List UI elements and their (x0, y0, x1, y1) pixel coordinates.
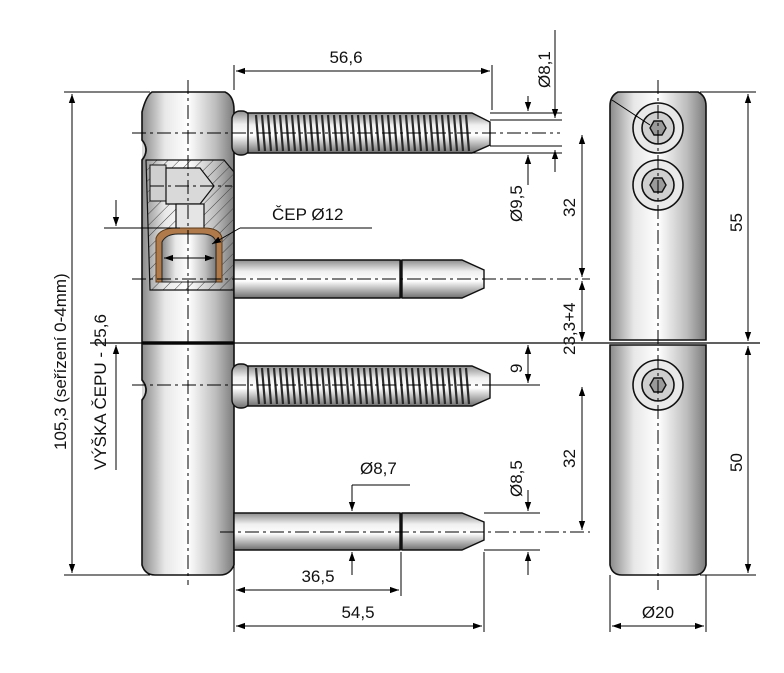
lower-pin (233, 512, 485, 551)
thread-line (350, 114, 357, 152)
label-pin-height: VÝŠKA ČEPU - 25,6 (91, 314, 110, 470)
thread-line (452, 114, 459, 152)
thread-line (266, 367, 273, 405)
thread-line (302, 114, 309, 152)
thread-line (290, 367, 297, 405)
thread-line (326, 114, 333, 152)
thread-line (296, 367, 303, 405)
thread-line (416, 367, 423, 405)
thread-line (320, 114, 327, 152)
thread-line (344, 367, 351, 405)
thread-line (434, 367, 441, 405)
thread-line (410, 367, 417, 405)
thread-line (356, 367, 363, 405)
side-view (609, 80, 707, 590)
label-pin-cep: ČEP Ø12 (272, 205, 344, 224)
label-screw-diameter: Ø8,1 (535, 51, 554, 88)
thread-line (344, 114, 351, 152)
thread-line (368, 114, 375, 152)
thread-line (452, 367, 459, 405)
label-pin-tip-diameter: Ø8,5 (507, 460, 526, 497)
label-thread-diameter: Ø9,5 (507, 185, 526, 222)
label-body-diameter: Ø20 (642, 603, 674, 622)
thread-line (422, 367, 429, 405)
label-total-height: 105,3 (seřízení 0-4mm) (51, 273, 70, 450)
thread-line (278, 114, 285, 152)
label-pin-total-length: 54,5 (341, 603, 374, 622)
thread-line (428, 367, 435, 405)
thread-line (428, 114, 435, 152)
thread-line (380, 367, 387, 405)
side-hole-1 (632, 102, 684, 154)
label-side-upper-height: 55 (727, 213, 746, 232)
label-screw-length: 56,6 (329, 48, 362, 67)
label-spacing-lower: 32 (560, 449, 579, 468)
thread-line (446, 114, 453, 152)
thread-line (296, 114, 303, 152)
thread-line (260, 367, 267, 405)
dimension-labels: 56,6 Ø8,1 Ø9,5 ČEP Ø12 32 23,3+4 9 32 Ø8… (51, 48, 746, 622)
label-spacing-upper: 32 (560, 198, 579, 217)
thread-line (392, 367, 399, 405)
thread-line (350, 367, 357, 405)
label-pin-shank-length: 36,5 (301, 567, 334, 586)
thread-line (326, 367, 333, 405)
thread-line (362, 367, 369, 405)
thread-line (278, 367, 285, 405)
thread-line (272, 367, 279, 405)
label-spacing-middle: 23,3+4 (560, 303, 579, 355)
thread-line (308, 367, 315, 405)
thread-line (440, 367, 447, 405)
thread-line (398, 367, 405, 405)
thread-line (386, 367, 393, 405)
thread-line (284, 367, 291, 405)
lower-screw (231, 363, 491, 409)
thread-line (464, 367, 471, 405)
thread-line (338, 367, 345, 405)
label-pin-diameter: Ø8,7 (360, 459, 397, 478)
section-cutaway (145, 159, 235, 291)
thread-line (302, 367, 309, 405)
thread-line (458, 367, 465, 405)
thread-line (374, 367, 381, 405)
front-center-lines (90, 80, 760, 585)
thread-line (368, 367, 375, 405)
thread-line (254, 367, 261, 405)
thread-line (446, 367, 453, 405)
label-side-lower-height: 50 (727, 453, 746, 472)
thread-line (320, 367, 327, 405)
thread-line (314, 367, 321, 405)
dimension-lines (64, 30, 756, 632)
label-offset-small: 9 (507, 364, 526, 373)
thread-line (404, 367, 411, 405)
thread-line (332, 367, 339, 405)
